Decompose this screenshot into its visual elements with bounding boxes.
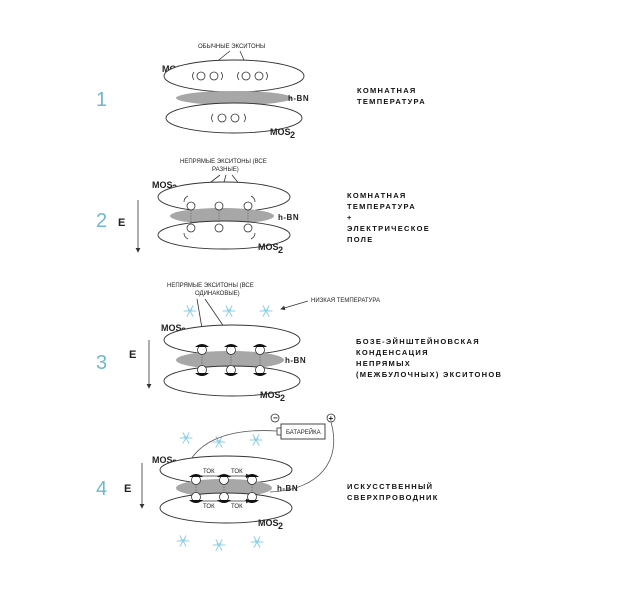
exciton-label: РАЗНЫЕ) (212, 167, 239, 173)
hbn-label: h-BN (278, 213, 299, 222)
snowflake-icon (176, 535, 190, 547)
svg-text:ИСКУССТВЕННЫЙ: ИСКУССТВЕННЫЙ (347, 482, 433, 491)
hbn-label: h-BN (277, 484, 298, 493)
svg-text:СВЕРХПРОВОДНИК: СВЕРХПРОВОДНИК (347, 493, 439, 502)
mos2-label: MOS 2 (270, 127, 295, 140)
snowflake-icon (259, 305, 273, 317)
hbn-layer (176, 479, 272, 497)
step-number: 3 (96, 352, 107, 374)
temperature-label: НИЗКАЯ ТЕМПЕРАТУРА (311, 298, 380, 304)
current-labels: ТОК ТОК ТОК ТОК (203, 469, 243, 510)
step-number: 1 (96, 89, 107, 111)
svg-text:MOS: MOS (161, 323, 182, 333)
mos2-label: MOS 2 (260, 390, 285, 403)
snowflake-icon (249, 434, 263, 446)
mos2-label: MOS 2 (258, 518, 283, 531)
description: ИСКУССТВЕННЫЙ СВЕРХПРОВОДНИК (347, 482, 439, 502)
svg-text:ТОК: ТОК (231, 504, 243, 510)
battery: БАТАРЕЙКА − + (270, 413, 336, 440)
svg-text:MOS: MOS (270, 127, 291, 137)
hbn-label: h-BN (288, 94, 309, 103)
description: БОЗЕ-ЭЙНШТЕЙНОВСКАЯ КОНДЕНСАЦИЯ НЕПРЯМЫХ… (356, 337, 502, 379)
battery-minus-icon (270, 413, 280, 423)
step-number: 4 (96, 478, 107, 500)
snowflake-icon (212, 539, 226, 551)
exciton-label: НЕПРЯМЫЕ ЭКСИТОНЫ (ВСЕ (180, 159, 267, 165)
svg-text:НЕПРЯМЫХ: НЕПРЯМЫХ (356, 359, 411, 368)
electric-field-label: E (129, 349, 136, 361)
snowflake-icon (250, 536, 264, 548)
description: КОМНАТНАЯ ТЕМПЕРАТУРА + ЭЛЕКТРИЧЕСКОЕ ПО… (347, 191, 430, 244)
svg-text:КОМНАТНАЯ: КОМНАТНАЯ (347, 191, 407, 200)
svg-text:ТОК: ТОК (203, 469, 215, 475)
hbn-layer (176, 91, 292, 105)
snowflake-icon (183, 305, 197, 317)
mos2-top-layer (157, 181, 291, 213)
snowflake-icon (212, 436, 226, 448)
battery-label: БАТАРЕЙКА (286, 428, 321, 436)
step-1: 1 ОБЫЧНЫЕ ЭКСИТОНЫ MOS 2 h-BN MOS 2 КОМН… (96, 44, 426, 140)
svg-text:MOS: MOS (152, 180, 173, 190)
svg-text:КОНДЕНСАЦИЯ: КОНДЕНСАЦИЯ (356, 348, 429, 357)
svg-text:2: 2 (290, 130, 295, 140)
svg-text:2: 2 (278, 245, 283, 255)
condensate-exciton-icons (195, 344, 267, 376)
svg-text:ТОК: ТОК (203, 504, 215, 510)
indirect-exciton-icons (183, 195, 256, 240)
description: КОМНАТНАЯ ТЕМПЕРАТУРА (357, 86, 426, 106)
mos2-label: MOS 2 (258, 242, 283, 255)
snowflake-icon (179, 432, 193, 444)
step-4: 4 E БАТАРЕЙКА − + MOS 2 h-BN MOS 2 (96, 413, 439, 551)
svg-text:ПОЛЕ: ПОЛЕ (347, 235, 374, 244)
mos2-top-layer (163, 59, 305, 93)
svg-text:2: 2 (278, 521, 283, 531)
svg-text:БОЗЕ-ЭЙНШТЕЙНОВСКАЯ: БОЗЕ-ЭЙНШТЕЙНОВСКАЯ (356, 337, 480, 346)
pointer-arrow (280, 300, 309, 311)
svg-text:ТЕМПЕРАТУРА: ТЕМПЕРАТУРА (347, 202, 416, 211)
exciton-pair-icons (192, 71, 268, 123)
svg-text:+: + (347, 213, 353, 222)
electric-field-label: E (118, 217, 125, 229)
step-3: 3 E НЕПРЯМЫЕ ЭКСИТОНЫ (ВСЕ ОДИНАКОВЫЕ) Н… (96, 283, 502, 403)
superconducting-exciton-icons (189, 474, 259, 503)
svg-text:MOS: MOS (258, 242, 279, 252)
svg-text:MOS: MOS (152, 455, 173, 465)
step-number: 2 (96, 210, 107, 232)
battery-terminal (276, 427, 282, 436)
svg-text:MOS: MOS (260, 390, 281, 400)
hbn-layer (170, 208, 274, 224)
svg-text:ЭЛЕКТРИЧЕСКОЕ: ЭЛЕКТРИЧЕСКОЕ (347, 224, 430, 233)
svg-text:(МЕЖБУЛОЧНЫХ) ЭКСИТОНОВ: (МЕЖБУЛОЧНЫХ) ЭКСИТОНОВ (356, 370, 502, 379)
exciton-label: ОБЫЧНЫЕ ЭКСИТОНЫ (198, 44, 265, 50)
hbn-layer (176, 351, 284, 369)
svg-text:2: 2 (280, 393, 285, 403)
wire-right (269, 421, 335, 493)
svg-text:MOS: MOS (258, 518, 279, 528)
hbn-label: h-BN (285, 356, 306, 365)
electric-field-label: E (124, 483, 131, 495)
svg-text:КОМНАТНАЯ: КОМНАТНАЯ (357, 86, 417, 95)
snowflake-icon (222, 305, 236, 317)
step-2: 2 E НЕПРЯМЫЕ ЭКСИТОНЫ (ВСЕ РАЗНЫЕ) MOS 2… (96, 159, 430, 255)
battery-minus-sign: − (273, 414, 278, 423)
svg-text:ТОК: ТОК (231, 469, 243, 475)
battery-plus-sign: + (329, 414, 334, 423)
svg-text:ТЕМПЕРАТУРА: ТЕМПЕРАТУРА (357, 97, 426, 106)
exciton-label: ОДИНАКОВЫЕ) (195, 291, 240, 297)
exciton-label: НЕПРЯМЫЕ ЭКСИТОНЫ (ВСЕ (167, 283, 254, 289)
